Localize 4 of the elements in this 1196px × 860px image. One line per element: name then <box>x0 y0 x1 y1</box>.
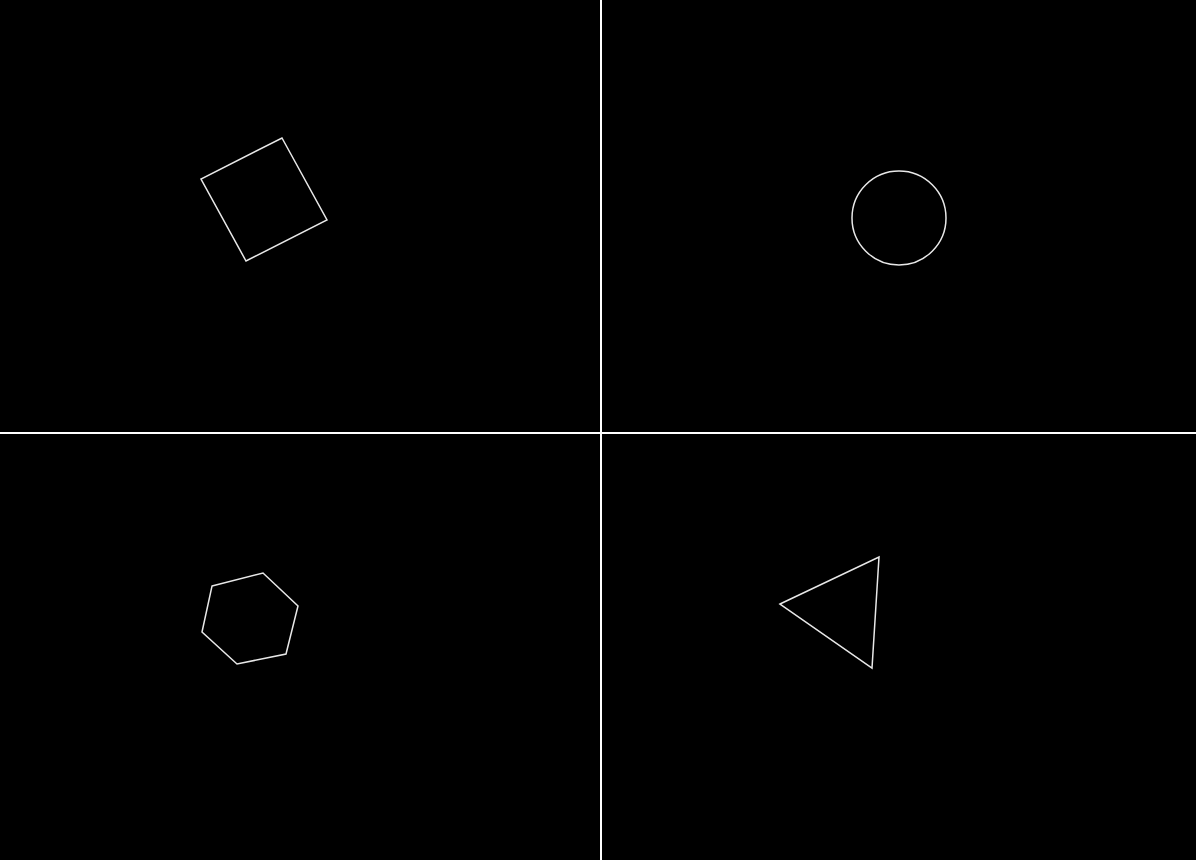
hexagon-outline <box>200 571 300 667</box>
square-outline <box>199 136 330 264</box>
triangle-outline <box>778 555 882 671</box>
circle-outline <box>850 169 948 267</box>
